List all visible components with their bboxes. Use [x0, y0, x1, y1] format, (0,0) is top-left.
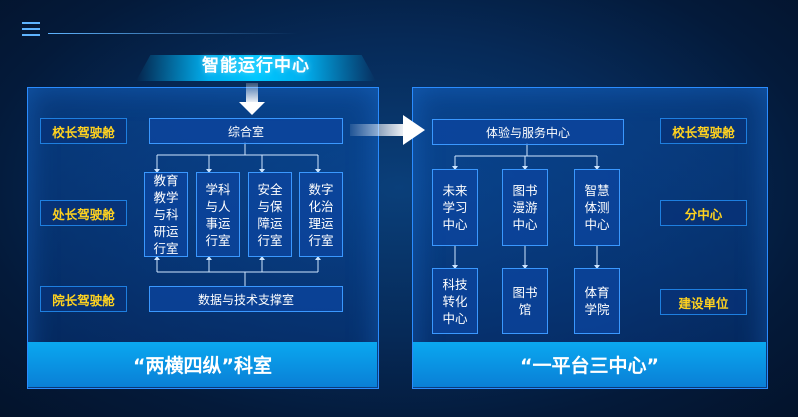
right-panel-footer: “一平台三中心” — [413, 342, 766, 387]
down-arrow-icon — [239, 83, 265, 115]
center-box: 图书 馆 — [502, 268, 548, 334]
center-box: 科技 转化 中心 — [432, 268, 478, 334]
data-tech-support-box: 数据与技术支撑室 — [149, 286, 343, 312]
center-box: 智慧 体测 中心 — [574, 169, 620, 246]
role-director-left: 处长驾驶舱 — [40, 200, 127, 226]
center-box: 未来 学习 中心 — [432, 169, 478, 246]
role-principal-left: 校长驾驶舱 — [40, 118, 127, 144]
center-title-bar — [136, 55, 376, 81]
general-office-box: 综合室 — [149, 118, 343, 144]
header-divider — [48, 33, 298, 34]
office-box: 学科 与人 事运 行室 — [196, 172, 240, 257]
menu-icon[interactable] — [22, 22, 40, 36]
center-box: 图书 漫游 中心 — [502, 169, 548, 246]
role-construction-unit-right: 建设单位 — [660, 289, 747, 315]
office-box: 数字 化治 理运 行室 — [299, 172, 343, 257]
left-panel-footer: “两横四纵”科室 — [28, 342, 377, 387]
role-principal-right: 校长驾驶舱 — [660, 118, 747, 144]
right-arrow-icon — [350, 115, 425, 145]
center-box: 体育 学院 — [574, 268, 620, 334]
office-box: 教育 教学 与科 研运 行室 — [144, 172, 188, 257]
experience-service-center-box: 体验与服务中心 — [432, 119, 624, 145]
center-title: 智能运行中心 — [202, 56, 310, 76]
office-box: 安全 与保 障运 行室 — [248, 172, 292, 257]
role-dean-left: 院长驾驶舱 — [40, 286, 127, 312]
role-subcenter-right: 分中心 — [660, 200, 747, 226]
